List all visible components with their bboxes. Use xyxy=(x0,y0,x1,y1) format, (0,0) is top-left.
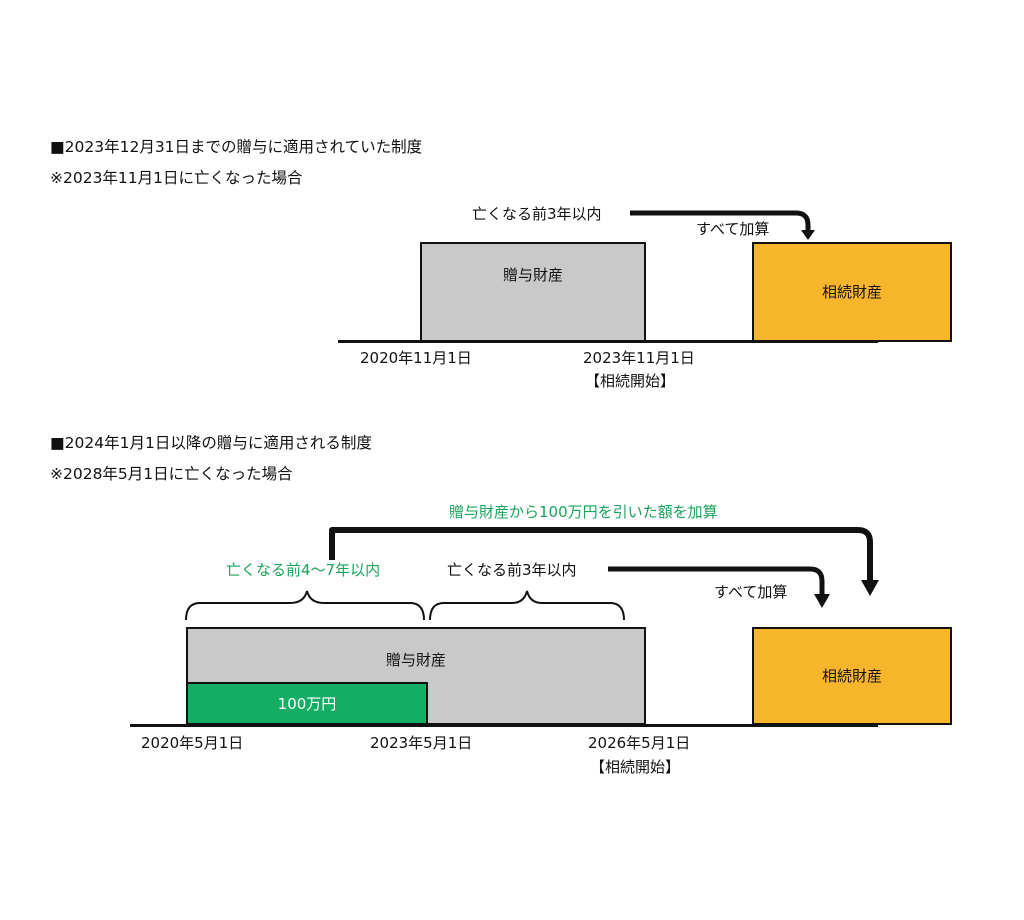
section2-top-arrowhead xyxy=(861,580,879,596)
section2-add-label: すべて加算 xyxy=(714,583,788,601)
section2-date-1: 2020年5月1日 xyxy=(141,734,244,752)
section2-note: ※2028年5月1日に亡くなった場合 xyxy=(50,465,293,483)
brace-4-7-years xyxy=(185,590,425,621)
section2-add-arrowhead xyxy=(814,594,830,608)
section2-deduction-box: 100万円 xyxy=(186,682,428,725)
section2-date-3: 2026年5月1日 xyxy=(588,734,691,752)
section2-timeline xyxy=(130,724,878,727)
section1-title: ■2023年12月31日までの贈与に適用されていた制度 xyxy=(50,138,423,156)
section2-period-b: 亡くなる前3年以内 xyxy=(447,561,577,579)
section2-start-tag: 【相続開始】 xyxy=(590,758,681,776)
section2-date-2: 2023年5月1日 xyxy=(370,734,473,752)
section1-start-tag: 【相続開始】 xyxy=(585,372,676,390)
section1-date-end: 2023年11月1日 xyxy=(583,349,695,367)
section1-gift-label: 贈与財産 xyxy=(502,266,563,284)
section2-inherit-box: 相続財産 xyxy=(752,627,952,725)
section1-add-label: すべて加算 xyxy=(696,220,770,238)
section1-period-label: 亡くなる前3年以内 xyxy=(472,205,602,223)
brace-3-years xyxy=(429,590,625,621)
section1-arrowhead xyxy=(801,230,815,240)
section1-add-arrow xyxy=(630,210,811,232)
section1-timeline xyxy=(338,340,878,343)
section2-title: ■2024年1月1日以降の贈与に適用される制度 xyxy=(50,434,372,452)
section2-inherit-label: 相続財産 xyxy=(821,667,882,685)
section2-add-arrow xyxy=(608,566,825,597)
section2-top-arrow xyxy=(329,527,873,583)
section1-date-start: 2020年11月1日 xyxy=(360,349,472,367)
section2-deduction-label: 100万円 xyxy=(277,694,337,713)
section2-period-a: 亡くなる前4〜7年以内 xyxy=(226,561,381,579)
section1-inherit-label: 相続財産 xyxy=(821,283,882,301)
section2-gift-label: 贈与財産 xyxy=(385,651,446,669)
section1-gift-box: 贈与財産 xyxy=(420,242,646,342)
section1-note: ※2023年11月1日に亡くなった場合 xyxy=(50,169,303,187)
section2-top-label: 贈与財産から100万円を引いた額を加算 xyxy=(449,503,718,521)
